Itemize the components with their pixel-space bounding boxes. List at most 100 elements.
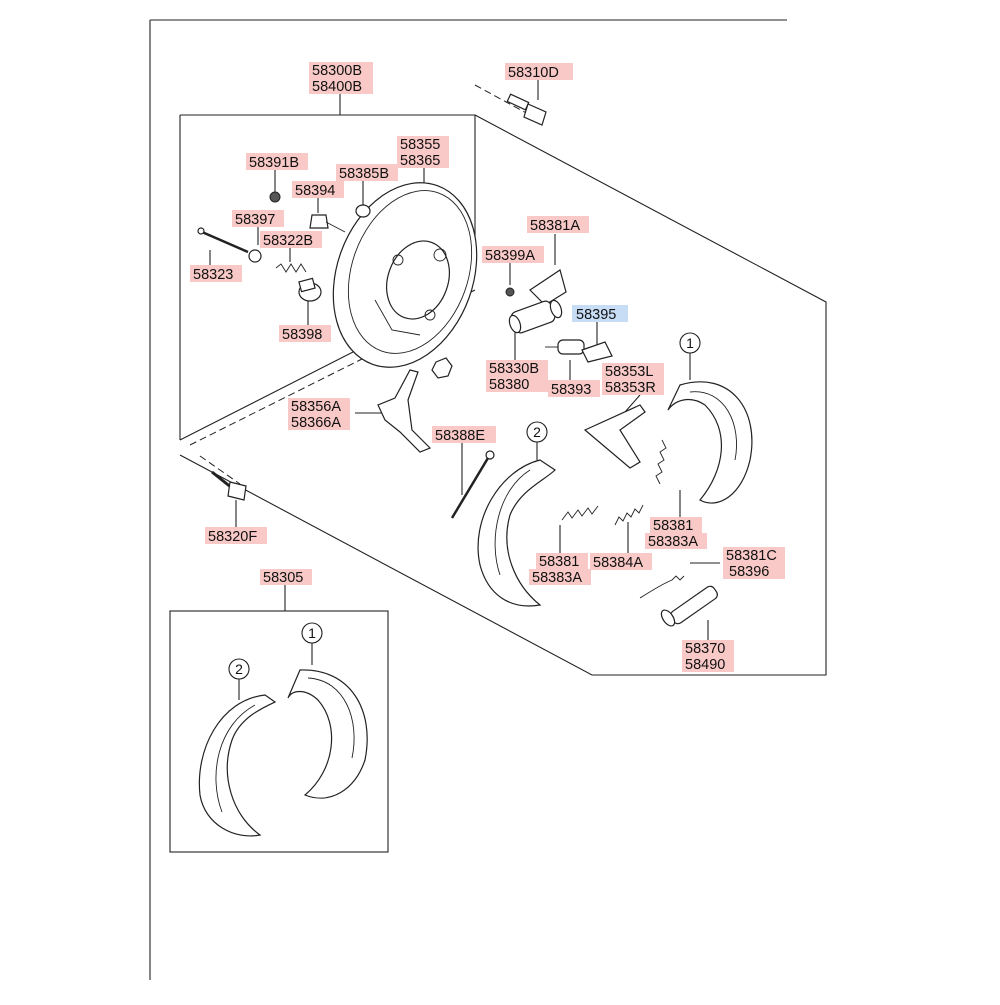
callout-1-kit-text: 1 <box>308 625 316 641</box>
label-58353l[interactable]: 58353L <box>602 363 664 380</box>
adjuster-58370 <box>660 585 718 627</box>
label-58305-text: 58305 <box>263 570 303 586</box>
label-58366a-text: 58366A <box>291 415 341 431</box>
label-58395[interactable]: 58395 <box>572 305 628 323</box>
callout-1-main: 1 <box>679 332 701 354</box>
label-58384a-text: 58384A <box>593 555 643 571</box>
cable-58388e <box>450 450 495 519</box>
label-58300b[interactable]: 58300B <box>309 62 373 79</box>
label-58355-text: 58355 <box>400 137 440 153</box>
hex-nut <box>431 357 453 379</box>
bolt-58320f <box>211 470 247 501</box>
spring-58322b <box>275 263 307 273</box>
bolt-58310d <box>506 93 547 126</box>
label-58353r[interactable]: 58353R <box>602 379 664 396</box>
label-58365-text: 58365 <box>400 153 440 169</box>
label-58320f[interactable]: 58320F <box>205 527 267 545</box>
label-58381-right-text: 58381 <box>653 518 693 534</box>
label-58381-mid-text: 58381 <box>539 554 579 570</box>
callout-2-main: 2 <box>526 421 548 443</box>
label-58320f-text: 58320F <box>208 529 257 545</box>
label-58300b-text: 58300B <box>312 63 362 79</box>
label-58356a[interactable]: 58356A <box>288 398 350 415</box>
cap-58385b <box>355 204 371 218</box>
label-58381c[interactable]: 58381C <box>723 547 785 564</box>
label-58398[interactable]: 58398 <box>279 325 331 343</box>
label-58383a-right[interactable]: 58383A <box>645 533 707 550</box>
pin-58323 <box>197 227 249 254</box>
label-58383a-mid-text: 58383A <box>532 570 582 586</box>
label-58397-text: 58397 <box>235 212 275 228</box>
label-58381a-top[interactable]: 58381A <box>527 216 589 234</box>
label-58394[interactable]: 58394 <box>292 181 344 199</box>
label-58383a-mid[interactable]: 58383A <box>529 569 591 586</box>
label-58391b[interactable]: 58391B <box>246 153 308 171</box>
callout-2-kit: 2 <box>228 658 250 680</box>
label-58391b-text: 58391B <box>249 155 299 171</box>
label-58385b[interactable]: 58385B <box>336 164 398 182</box>
label-58399a[interactable]: 58399A <box>482 246 544 264</box>
plate-58395 <box>581 341 613 363</box>
spring-58381c <box>639 575 685 599</box>
label-58383a-right-text: 58383A <box>648 534 698 550</box>
wheel-cylinder <box>508 299 563 334</box>
nut-58391b <box>269 191 281 203</box>
kit-brake-shoe-1 <box>287 669 368 799</box>
label-58356a-text: 58356A <box>291 399 341 415</box>
callout-1-kit: 1 <box>301 622 323 644</box>
lever-58356a <box>377 369 432 453</box>
label-58370[interactable]: 58370 <box>682 640 734 657</box>
brake-shoe-1 <box>667 381 753 504</box>
dashed-guide-bolt-lower <box>199 455 241 485</box>
strut-58353l <box>583 404 646 469</box>
clip-58381a <box>529 269 567 306</box>
label-58393-text: 58393 <box>551 382 591 398</box>
label-58490[interactable]: 58490 <box>682 656 734 673</box>
label-58381-right[interactable]: 58381 <box>650 517 702 534</box>
label-58366a[interactable]: 58366A <box>288 414 350 431</box>
label-58353l-text: 58353L <box>605 364 653 380</box>
label-58322b[interactable]: 58322B <box>260 231 322 249</box>
kit-box-outline <box>169 610 389 853</box>
adjuster-58393 <box>545 339 585 355</box>
label-58330b[interactable]: 58330B <box>486 360 548 377</box>
spring-58381-right <box>655 439 667 485</box>
cap-58398 <box>298 277 322 302</box>
label-58365[interactable]: 58365 <box>397 152 449 169</box>
label-58397[interactable]: 58397 <box>232 210 284 228</box>
label-58395-text: 58395 <box>576 307 616 323</box>
label-58381-mid[interactable]: 58381 <box>536 553 588 570</box>
label-58490-text: 58490 <box>685 657 725 673</box>
callout-1-main-text: 1 <box>686 335 694 351</box>
label-58330b-text: 58330B <box>489 361 539 377</box>
label-58323[interactable]: 58323 <box>190 265 242 283</box>
nut-58399a <box>505 287 515 297</box>
label-58394-text: 58394 <box>295 183 335 199</box>
spring-58384a <box>614 504 644 526</box>
washer-58397 <box>248 249 262 263</box>
label-58396-text: 58396 <box>729 564 769 580</box>
callout-2-kit-text: 2 <box>235 661 243 677</box>
callout-2-main-text: 2 <box>533 424 541 440</box>
label-58393[interactable]: 58393 <box>548 380 600 398</box>
assembly-outline-right <box>179 114 827 676</box>
label-58370-text: 58370 <box>685 641 725 657</box>
label-58400b-text: 58400B <box>312 79 362 95</box>
label-58381c-text: 58381C <box>726 548 777 564</box>
label-58305[interactable]: 58305 <box>260 569 312 586</box>
label-58353r-text: 58353R <box>605 380 656 396</box>
label-58388e[interactable]: 58388E <box>432 426 496 444</box>
label-58310d-text: 58310D <box>508 65 559 81</box>
label-58396[interactable]: 58396 <box>723 563 785 580</box>
label-58380[interactable]: 58380 <box>486 376 548 393</box>
label-58380-text: 58380 <box>489 377 529 393</box>
leader-58353l <box>624 394 641 413</box>
label-58400b[interactable]: 58400B <box>309 78 373 95</box>
label-58355[interactable]: 58355 <box>397 136 449 153</box>
label-58323-text: 58323 <box>193 267 233 283</box>
brake-shoe-2 <box>477 459 556 607</box>
label-58310d[interactable]: 58310D <box>505 63 573 81</box>
label-58384a[interactable]: 58384A <box>590 553 652 571</box>
